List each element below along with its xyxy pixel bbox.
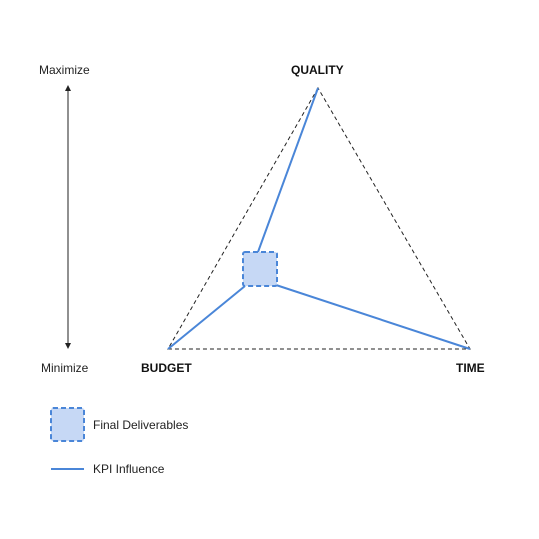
budget-label: BUDGET <box>141 361 192 375</box>
quality-label: QUALITY <box>291 63 344 77</box>
scale-max-label: Maximize <box>39 63 90 77</box>
legend-deliverables-swatch <box>50 407 85 442</box>
deliverables-box <box>242 251 278 287</box>
kpi-line-time <box>275 284 471 350</box>
triangle-outline <box>167 87 471 350</box>
time-label: TIME <box>456 361 485 375</box>
legend-deliverables-label: Final Deliverables <box>93 418 189 432</box>
scale-min-label: Minimize <box>41 361 89 375</box>
kpi-line-quality <box>257 87 319 253</box>
kpi-line-budget <box>167 285 246 350</box>
legend-kpi-label: KPI Influence <box>93 462 165 476</box>
